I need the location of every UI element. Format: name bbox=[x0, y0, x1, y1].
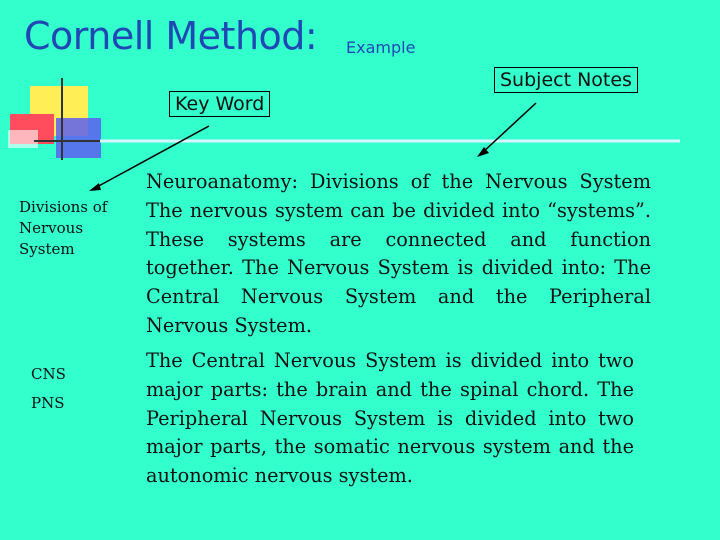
slide-title: Cornell Method: bbox=[24, 14, 318, 58]
logo-red-square bbox=[10, 114, 54, 144]
logo-white-fade bbox=[8, 130, 38, 148]
logo-yellow-square bbox=[30, 86, 88, 136]
key-word-label: Key Word bbox=[169, 91, 271, 117]
logo-blue-square bbox=[56, 118, 101, 158]
subject-arrow-line bbox=[481, 102, 537, 154]
slide-subtitle: Example bbox=[346, 38, 416, 57]
notes-paragraph-1: Neuroanatomy: Divisions of the Nervous S… bbox=[146, 168, 651, 341]
subject-arrow-head bbox=[477, 147, 489, 157]
cue-pns: PNS bbox=[31, 394, 65, 412]
notes-text-2: The Central Nervous System is divided in… bbox=[146, 349, 634, 488]
notes-text-1: Neuroanatomy: Divisions of the Nervous S… bbox=[146, 170, 651, 337]
cue-cns: CNS bbox=[31, 365, 66, 383]
notes-paragraph-2: The Central Nervous System is divided in… bbox=[146, 347, 634, 491]
cue-divisions: Divisions of Nervous System bbox=[19, 198, 108, 258]
keyword-arrow-head bbox=[89, 183, 101, 191]
subject-notes-label: Subject Notes bbox=[494, 67, 638, 93]
